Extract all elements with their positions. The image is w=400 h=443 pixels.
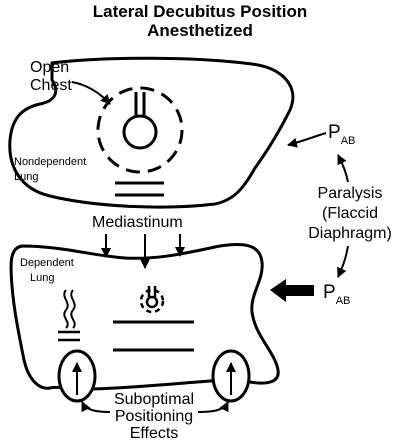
wavy-secretion-icon-1 [63, 289, 69, 329]
open-chest-label-line1: Open [30, 59, 69, 76]
nondependent-lung-label-line1: Nondependent [14, 156, 86, 168]
paralysis-label-line1: Paralysis [318, 185, 383, 202]
lower-dashed-alveolus [139, 288, 165, 314]
paralysis-label-line3: Diaphragm) [308, 225, 392, 242]
dependent-lung-label-line2: Lung [30, 272, 54, 284]
paralysis-arrow-down [337, 245, 349, 278]
nondependent-lung-label-line2: Lung [14, 171, 38, 183]
diagram-title-line1: Lateral Decubitus Position [93, 2, 307, 21]
pab-upper-label: PAB [328, 122, 355, 147]
upper-alveolus-icon [122, 114, 158, 150]
suboptimal-arrow-left [81, 401, 111, 413]
paralysis-arrow-up [337, 154, 349, 183]
mediastinum-label: Mediastinum [92, 214, 183, 231]
suboptimal-label-line1: Suboptimal [114, 391, 194, 408]
suboptimal-label-line2: Positioning [115, 408, 193, 425]
open-chest-label-line2: Chest [30, 77, 72, 94]
dependent-lung-outline [9, 242, 280, 391]
suboptimal-label-line3: Effects [130, 425, 179, 442]
pab-upper-arrow [287, 132, 327, 148]
pab-lower-label: PAB [323, 282, 350, 307]
diagram-title-line2: Anesthetized [147, 21, 253, 40]
open-chest-arrow [71, 81, 111, 105]
lower-alveolus-icon [145, 295, 159, 309]
suboptimal-arrow-right [197, 401, 229, 413]
paralysis-label-line2: (Flaccid [322, 205, 378, 222]
dependent-lung-label-line1: Dependent [20, 257, 74, 269]
nondependent-lung-outline [8, 56, 295, 209]
bold-pressure-arrow-icon [270, 279, 314, 302]
wavy-secretion-icon-2 [70, 289, 76, 329]
dashed-lung-expansion [96, 86, 184, 174]
